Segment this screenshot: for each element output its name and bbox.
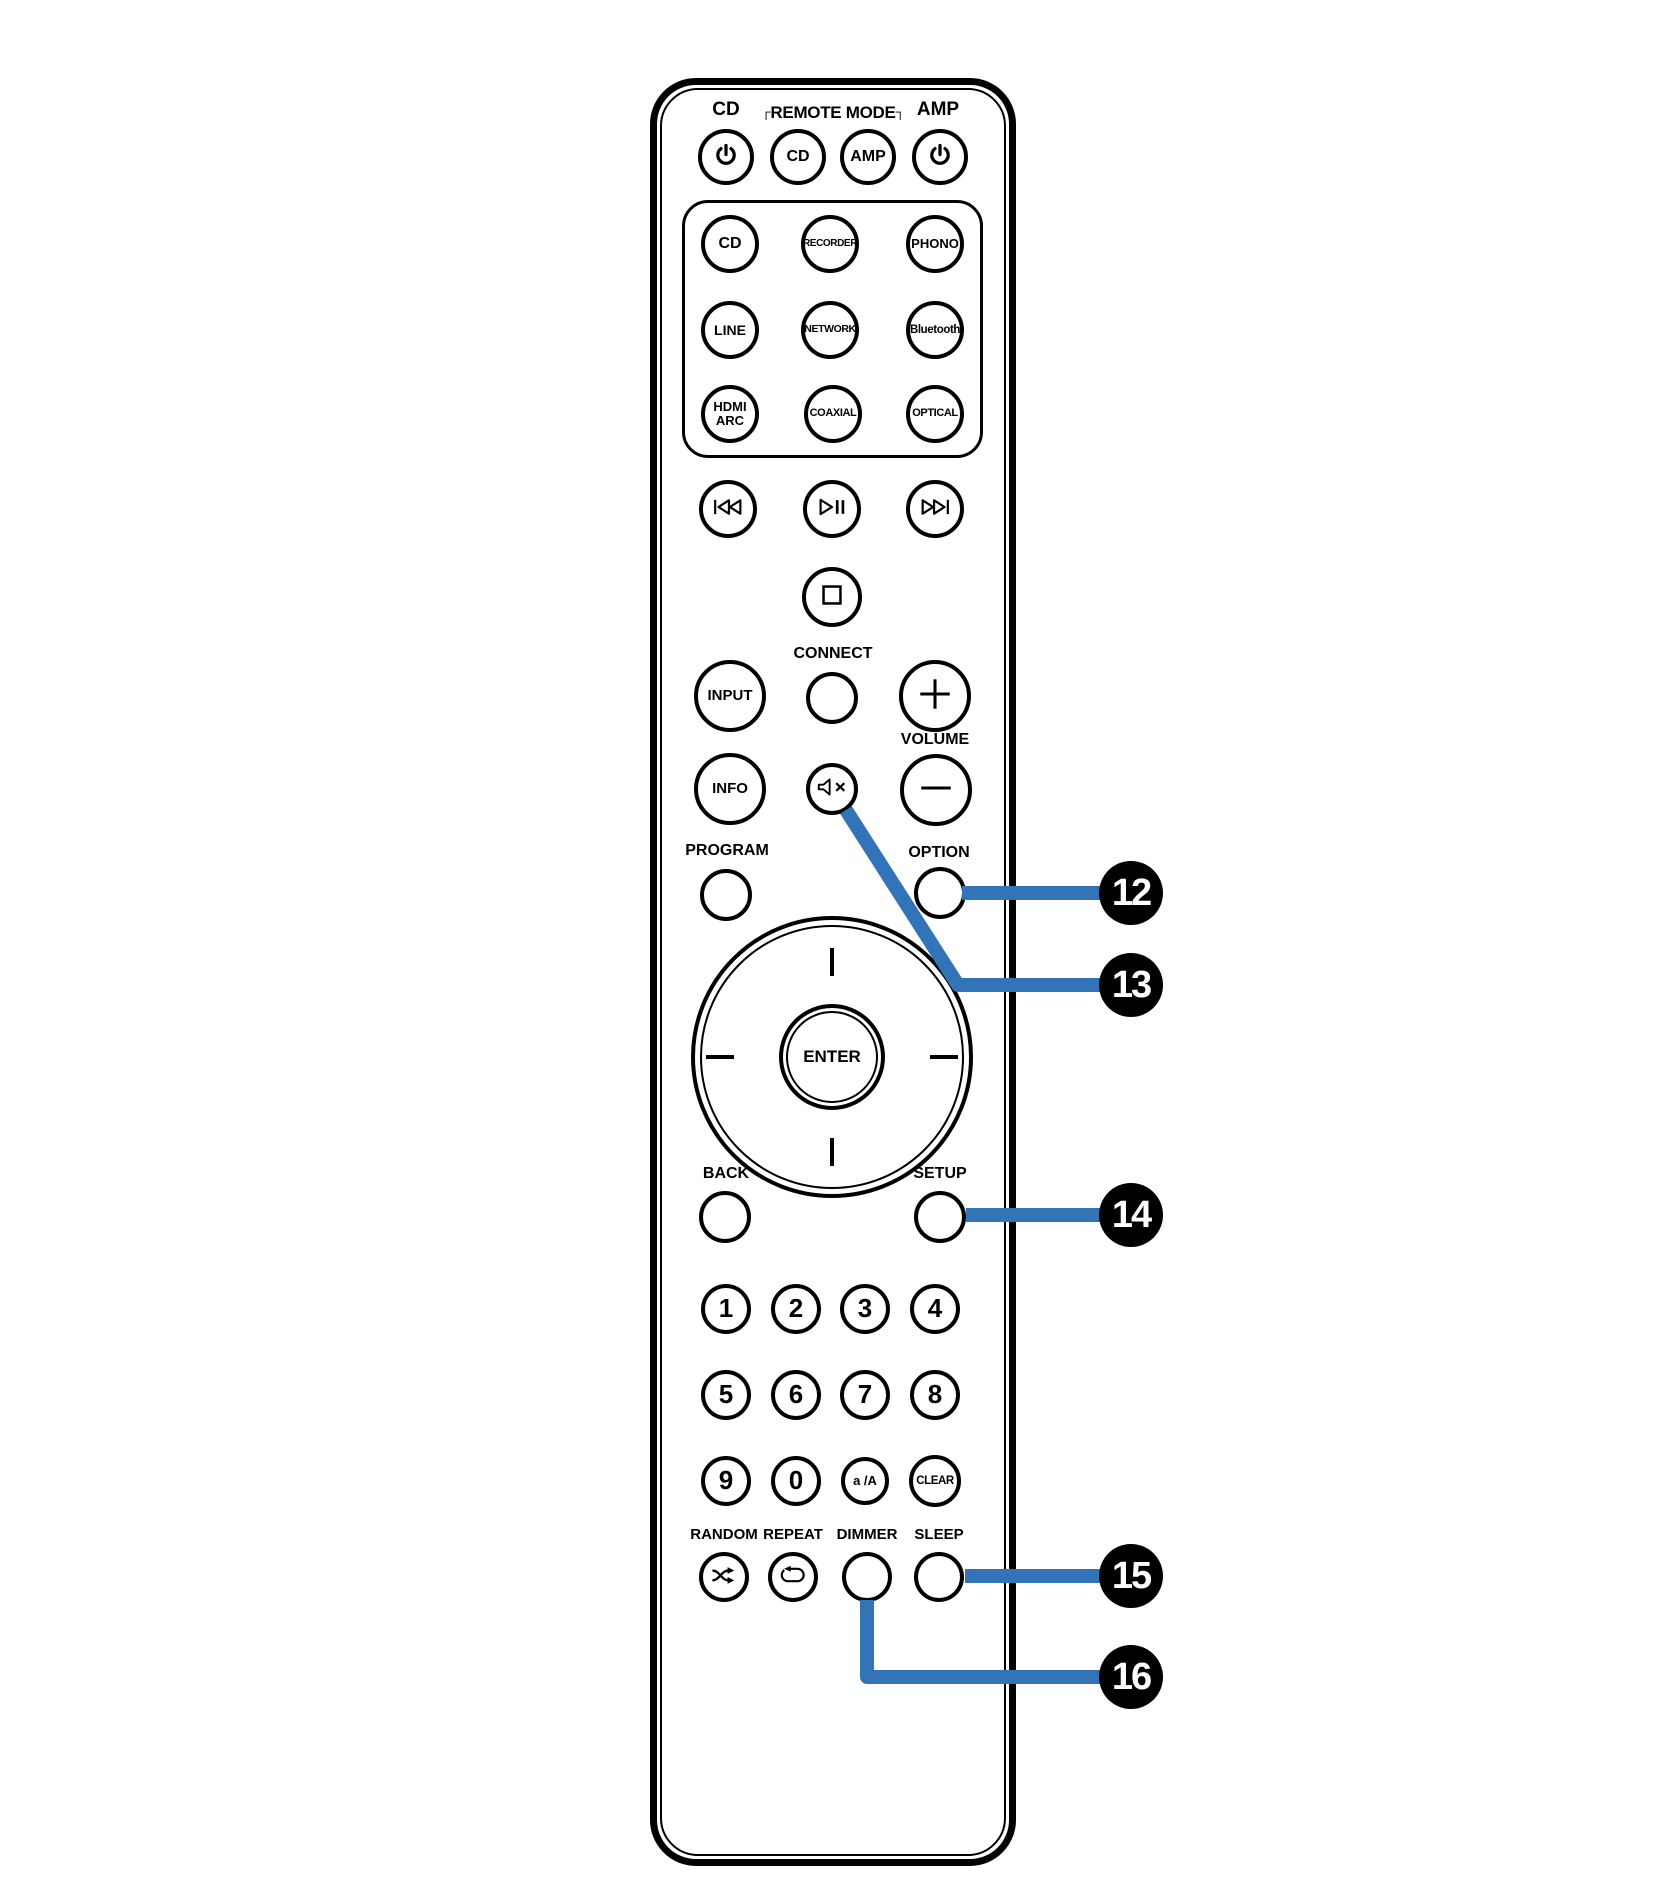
volume-up-button[interactable]	[899, 660, 971, 732]
skip-back-icon	[709, 495, 747, 524]
remote-mode-cd-button[interactable]: CD	[770, 129, 826, 185]
program-button[interactable]	[700, 869, 752, 921]
callout-16: 16	[1099, 1645, 1163, 1709]
back-label: BACK	[702, 1165, 750, 1182]
bracket-right: ┐	[895, 104, 905, 119]
amp-power-button[interactable]	[912, 129, 968, 185]
callout-15: 15	[1099, 1544, 1163, 1608]
back-button[interactable]	[699, 1191, 751, 1243]
key-0[interactable]: 0	[771, 1456, 821, 1506]
random-label: RANDOM	[690, 1526, 758, 1543]
connect-button[interactable]	[806, 672, 858, 724]
volume-label: VOLUME	[900, 731, 970, 748]
source-recorder-button[interactable]: RECORDER	[801, 215, 859, 273]
shuffle-icon	[708, 1561, 740, 1594]
letter-case-button[interactable]: a /A	[841, 1457, 889, 1505]
source-optical-button[interactable]: OPTICAL	[906, 385, 964, 443]
source-network-button[interactable]: NETWORK	[801, 301, 859, 359]
input-source-group-box	[682, 200, 983, 458]
minus-icon	[915, 767, 957, 814]
dimmer-button[interactable]	[842, 1552, 892, 1602]
skip-forward-icon	[916, 495, 954, 524]
remote-mode-amp-button[interactable]: AMP	[840, 129, 896, 185]
source-line-button[interactable]: LINE	[701, 301, 759, 359]
repeat-button[interactable]	[768, 1552, 818, 1602]
play-pause-icon	[813, 495, 851, 524]
callout-13: 13	[1099, 953, 1163, 1017]
key-9[interactable]: 9	[701, 1456, 751, 1506]
key-2[interactable]: 2	[771, 1284, 821, 1334]
source-hdmi-arc-button[interactable]: HDMI ARC	[701, 385, 759, 443]
key-5[interactable]: 5	[701, 1370, 751, 1420]
setup-button[interactable]	[914, 1191, 966, 1243]
callout-12: 12	[1099, 861, 1163, 925]
input-button[interactable]: INPUT	[694, 660, 766, 732]
skip-back-button[interactable]	[699, 480, 757, 538]
nav-down-tick	[830, 1138, 834, 1166]
repeat-loop-icon	[777, 1563, 809, 1592]
nav-right-tick	[930, 1055, 958, 1059]
key-1[interactable]: 1	[701, 1284, 751, 1334]
key-6[interactable]: 6	[771, 1370, 821, 1420]
random-button[interactable]	[699, 1552, 749, 1602]
volume-down-button[interactable]	[900, 754, 972, 826]
source-coaxial-button[interactable]: COAXIAL	[804, 385, 862, 443]
stop-icon	[819, 582, 845, 613]
nav-up-tick	[830, 948, 834, 976]
repeat-label: REPEAT	[763, 1526, 823, 1543]
sleep-label: SLEEP	[914, 1526, 964, 1543]
nav-left-tick	[706, 1055, 734, 1059]
bracket-left: ┌	[761, 104, 771, 119]
program-label: PROGRAM	[685, 842, 769, 859]
option-label: OPTION	[908, 844, 970, 861]
sleep-button[interactable]	[914, 1552, 964, 1602]
mute-button[interactable]	[806, 763, 858, 815]
key-7[interactable]: 7	[840, 1370, 890, 1420]
source-phono-button[interactable]: PHONO	[906, 215, 964, 273]
source-cd-button[interactable]: CD	[701, 215, 759, 273]
dimmer-label: DIMMER	[836, 1526, 898, 1543]
option-button[interactable]	[914, 867, 966, 919]
remote-mode-label: ┌REMOTE MODE┐	[761, 103, 905, 122]
play-pause-button[interactable]	[803, 480, 861, 538]
power-icon	[925, 140, 955, 175]
info-button[interactable]: INFO	[694, 753, 766, 825]
connect-label: CONNECT	[793, 645, 873, 662]
cd-power-label: CD	[712, 99, 740, 120]
clear-button[interactable]: CLEAR	[909, 1455, 961, 1507]
key-8[interactable]: 8	[910, 1370, 960, 1420]
key-3[interactable]: 3	[840, 1284, 890, 1334]
enter-button-label: ENTER	[786, 1011, 878, 1103]
power-icon	[711, 140, 741, 175]
cd-power-button[interactable]	[698, 129, 754, 185]
mute-speaker-icon	[815, 775, 849, 804]
key-4[interactable]: 4	[910, 1284, 960, 1334]
stop-button[interactable]	[802, 567, 862, 627]
skip-forward-button[interactable]	[906, 480, 964, 538]
setup-label: SETUP	[913, 1165, 967, 1182]
plus-icon	[914, 673, 956, 720]
callout-14: 14	[1099, 1183, 1163, 1247]
amp-power-label: AMP	[916, 99, 960, 120]
source-bluetooth-button[interactable]: Bluetooth	[906, 301, 964, 359]
